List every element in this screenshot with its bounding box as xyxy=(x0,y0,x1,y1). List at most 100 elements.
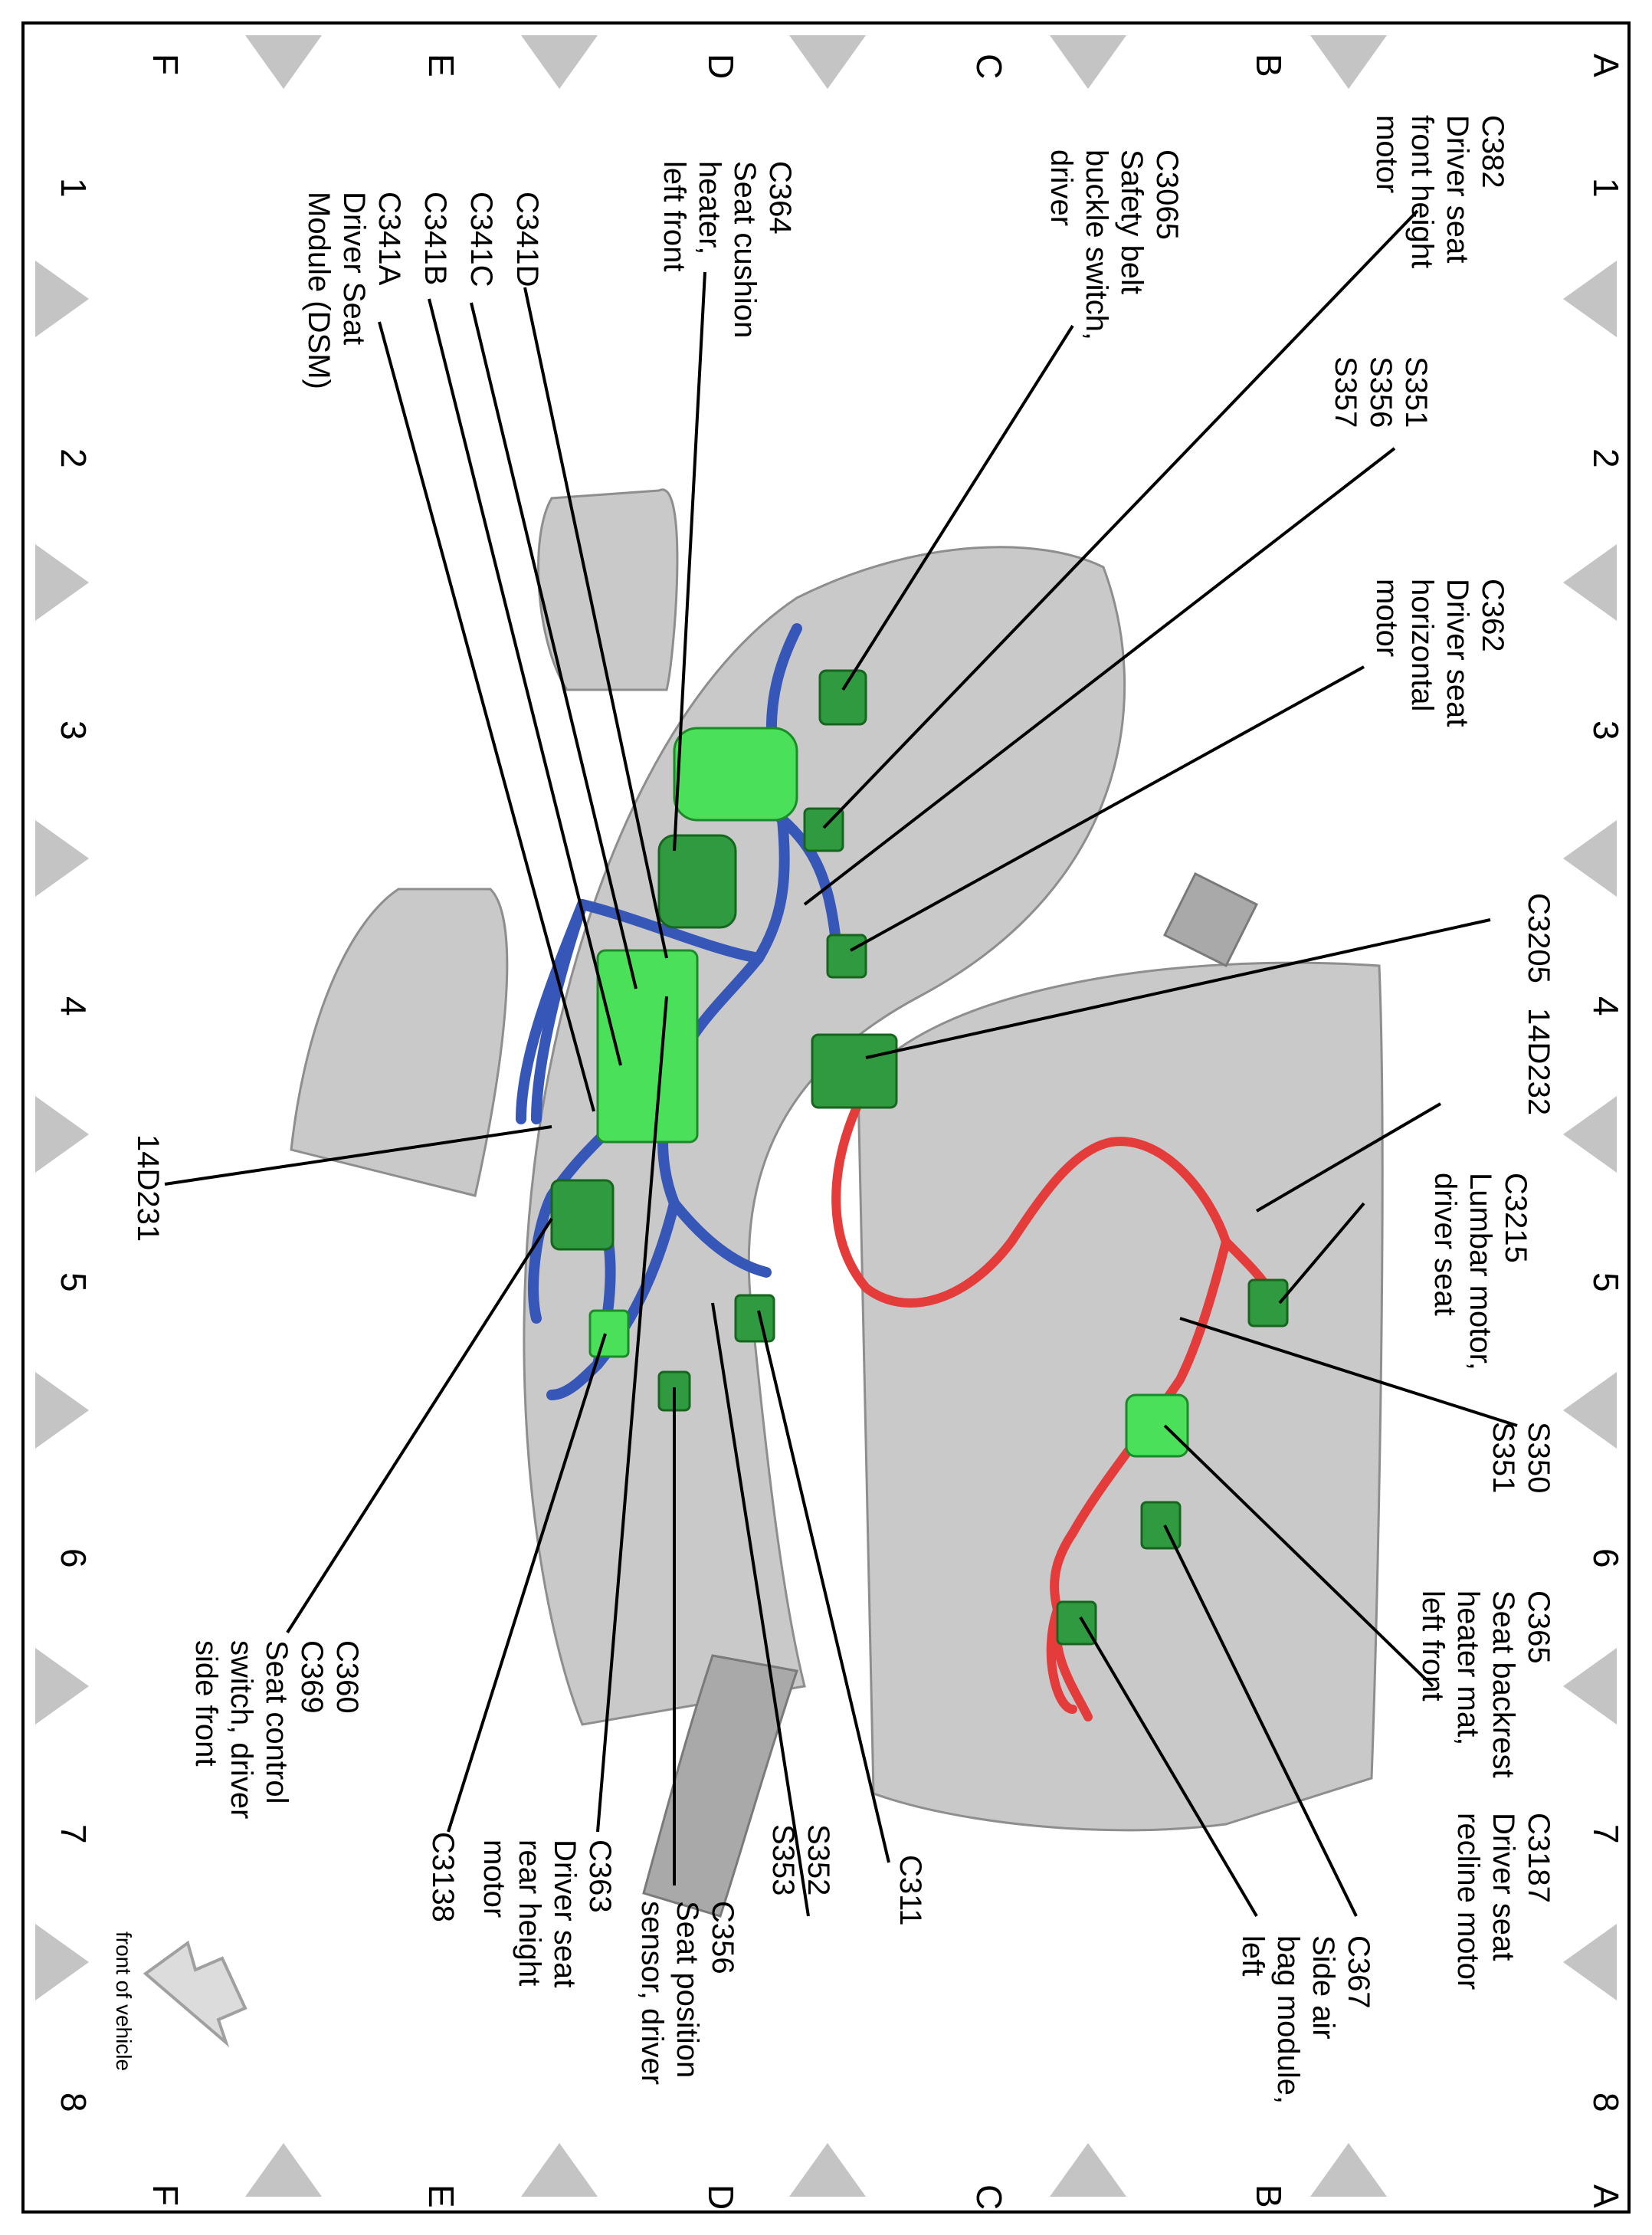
grid-marker xyxy=(1050,2143,1126,2197)
grid-markers xyxy=(35,35,1617,2197)
connector-c3138 xyxy=(588,1309,630,1358)
row-label-right: B xyxy=(1249,2184,1289,2208)
grid-marker xyxy=(35,1372,89,1449)
leader-lines xyxy=(164,209,1518,1918)
callout-text: 14D231 xyxy=(131,1134,165,1242)
callout-text: Lumbar motor, xyxy=(1464,1173,1497,1370)
callout-c3205: C3205 xyxy=(1522,893,1555,983)
callout-text: bag module, xyxy=(1271,1935,1305,2104)
col-label: 2 xyxy=(1586,448,1626,468)
col-label: 2 xyxy=(54,448,93,468)
seat-side-trim xyxy=(642,1654,798,1918)
callout-text: C3215 xyxy=(1499,1173,1532,1263)
callout-c3138: C3138 xyxy=(426,1832,460,1922)
grid-marker xyxy=(245,2143,322,2197)
leader-c3205 xyxy=(865,918,1491,1059)
row-label-right: C xyxy=(969,2184,1009,2210)
callout-text: C341A xyxy=(372,192,406,286)
leader-c3187 xyxy=(1163,1524,1358,1917)
callout-text: C360 xyxy=(330,1640,364,1714)
leader-c382 xyxy=(822,209,1419,829)
callout-text: Driver seat xyxy=(548,1840,582,1987)
callout-text: left front xyxy=(657,161,691,272)
grid-marker xyxy=(521,35,598,89)
grid-marker xyxy=(1310,35,1387,89)
row-label-right: C xyxy=(969,54,1009,79)
callout-text: S351 xyxy=(1486,1422,1520,1493)
seat-backrest xyxy=(857,961,1384,1832)
callout-text: C341C xyxy=(464,192,498,287)
leader-14d232 xyxy=(1255,1102,1442,1213)
callout-text: Seat control xyxy=(260,1640,293,1803)
callout-text: C369 xyxy=(295,1640,329,1714)
col-label: 3 xyxy=(54,720,93,740)
col-label: 3 xyxy=(1586,720,1626,740)
leader-c363 xyxy=(596,996,668,1833)
row-label-right: E xyxy=(421,54,461,77)
leader-c362 xyxy=(850,665,1365,952)
grid-marker xyxy=(35,1648,89,1725)
connector-c364 xyxy=(673,727,798,822)
leader-c364 xyxy=(673,271,706,852)
seat-rear-bracket xyxy=(290,888,509,1197)
leader-s351a xyxy=(803,447,1396,906)
callout-text: heater mat, xyxy=(1451,1590,1485,1745)
callout-text: driver seat xyxy=(1428,1173,1462,1316)
col-label: 1 xyxy=(54,178,93,198)
row-label-right: F xyxy=(146,54,185,75)
callout-c341d: C341D xyxy=(510,192,544,287)
callout-text: Driver seat xyxy=(1486,1813,1520,1961)
callout-text: motor xyxy=(1370,115,1404,193)
callout-text: Safety belt xyxy=(1115,149,1149,294)
front-of-vehicle-label: front of vehicle xyxy=(112,1931,136,2071)
leader-c360 xyxy=(286,1217,553,1634)
leader-c365 xyxy=(1163,1424,1434,1688)
callout-text: S353 xyxy=(766,1824,800,1895)
callout-text: left front xyxy=(1416,1590,1450,1702)
grid-marker xyxy=(245,35,322,89)
row-label-right: F xyxy=(146,2184,185,2206)
callout-text: front height xyxy=(1405,115,1439,268)
callout-text: switch, driver xyxy=(225,1640,258,1819)
col-label: 4 xyxy=(1586,996,1626,1016)
col-label: 8 xyxy=(54,2092,93,2112)
connector-c367 xyxy=(1056,1600,1097,1646)
leader-s352 xyxy=(711,1302,810,1917)
callout-text: S352 xyxy=(801,1824,835,1895)
leader-c341c xyxy=(470,302,638,990)
callout-text: rear height xyxy=(513,1840,546,1986)
callout-text: S357 xyxy=(1329,356,1362,428)
seat-belt-buckle xyxy=(1162,871,1259,968)
front-of-vehicle-indicator: front of vehicle xyxy=(112,1931,247,2071)
grid-marker xyxy=(1310,2143,1387,2197)
grid-marker xyxy=(35,544,89,621)
callout-c341c: C341C xyxy=(464,192,498,287)
grid-marker xyxy=(1050,35,1126,89)
callout-text: Driver seat xyxy=(1441,115,1474,263)
callout-text: C364 xyxy=(763,161,797,235)
leader-c341b xyxy=(428,298,622,1066)
col-label: 8 xyxy=(1586,2092,1626,2112)
grid-marker xyxy=(35,261,89,337)
grid-marker xyxy=(1563,1372,1617,1449)
arrow-icon xyxy=(143,1940,247,2048)
leader-c341d xyxy=(523,287,668,959)
callout-text: motor xyxy=(477,1840,511,1918)
callout-d14d231: 14D231 xyxy=(131,1134,165,1242)
callout-text: sensor, driver xyxy=(635,1901,669,2085)
callout-d14d232: 14D232 xyxy=(1522,1008,1555,1115)
callout-text: Seat cushion xyxy=(728,161,762,338)
callout-text: side front xyxy=(189,1640,223,1767)
callout-text: recline motor xyxy=(1451,1813,1485,1990)
col-label: 1 xyxy=(1586,178,1626,198)
leader-c3138 xyxy=(447,1333,607,1833)
row-label-right: A xyxy=(1586,2184,1626,2208)
col-label: 5 xyxy=(54,1272,93,1292)
